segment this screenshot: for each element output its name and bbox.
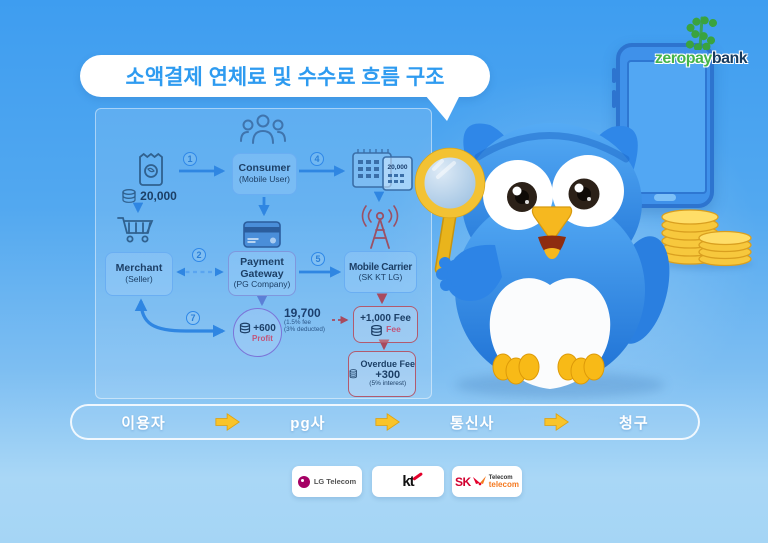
profit-label: Profit [252, 334, 273, 343]
lg-telecom-card: LG Telecom [292, 466, 362, 497]
gateway-subtitle: (PG Company) [233, 279, 291, 290]
carrier-subtitle: (SK KT LG) [358, 271, 403, 282]
step-7-badge: 7 [186, 311, 200, 325]
owl-mascot [414, 123, 670, 389]
zeropay-s-icon [685, 16, 717, 50]
merchant-title: Merchant [115, 262, 163, 275]
yellow-arrow-icon [544, 412, 569, 432]
sk-label: SK [455, 474, 471, 489]
zeropay-bank-logo: zeropaybank [636, 16, 766, 70]
gateway-title-1: Payment [240, 255, 284, 268]
fee-label: Fee [386, 324, 401, 335]
coins-icon [349, 369, 357, 379]
yellow-arrow-icon [375, 412, 400, 432]
flow-diagram-panel: 20,000 Consumer (Mobile User) Merchant (… [95, 108, 432, 399]
bar-item-billing: 청구 [619, 414, 649, 432]
overdue-amount: +300 [375, 368, 401, 381]
pg-profit-circle: +600 Profit [233, 308, 282, 357]
price-label: 20,000 [140, 189, 177, 203]
consumer-subtitle: (Mobile User) [238, 174, 290, 185]
calendar-amount: 20,000 [388, 164, 408, 171]
calendar-bill-icon: 20,000 [352, 149, 413, 191]
sk-telecom-card: SK Telecom telecom [452, 466, 522, 497]
lg-logo-icon [297, 475, 310, 488]
lg-telecom-label: LG Telecom [313, 477, 357, 486]
kt-card: kt [372, 466, 444, 497]
smartphone-illustration [616, 43, 714, 208]
coins-icon [240, 322, 251, 334]
mobile-carrier-box: Mobile Carrier (SK KT LG) [344, 251, 417, 293]
payment-gateway-box: Payment Gateway (PG Company) [228, 251, 296, 296]
carrier-title: Mobile Carrier [348, 261, 413, 273]
settlement-amount-block: 19,700 (1.5% fee (3% deducted) [284, 306, 332, 334]
credit-card-icon [243, 221, 281, 248]
merchant-subtitle: (Seller) [125, 274, 153, 285]
step-1-badge: 1 [183, 152, 197, 166]
title-bubble: 소액결제 연체료 및 수수료 흐름 구조 [80, 55, 490, 97]
bar-item-user: 이용자 [121, 414, 166, 432]
sk-butterfly-icon [472, 475, 486, 485]
antenna-broadcast-icon [361, 205, 399, 249]
fee-title: +1,000 Fee [360, 313, 411, 325]
phone-side-button [612, 68, 616, 83]
carrier-fee-box: +1,000 Fee Fee [353, 306, 418, 343]
sk-line2: telecom [488, 479, 519, 489]
bubble-tail [425, 95, 460, 121]
page-title: 소액결제 연체료 및 수수료 흐름 구조 [125, 66, 445, 89]
people-icon [240, 114, 286, 144]
cart-icon [117, 217, 154, 243]
bar-item-pg: pg사 [290, 414, 326, 432]
bank-wordmark: bank [711, 50, 748, 67]
product-bag-icon [139, 152, 163, 186]
phone-side-button [612, 90, 616, 108]
coin-stacks-icon [661, 209, 752, 267]
bottom-flow-bar: 이용자 pg사 통신사 청구 [70, 404, 700, 440]
sk-line1: Telecom [488, 474, 513, 481]
step-5-badge: 5 [311, 252, 325, 266]
profit-amount: +600 [253, 322, 276, 334]
step-2-badge: 2 [192, 248, 206, 262]
bar-item-carrier: 통신사 [450, 414, 495, 432]
product-price: 20,000 [112, 189, 186, 203]
settlement-amount: 19,700 [284, 306, 321, 320]
phone-home-button [654, 194, 676, 201]
step-4-badge: 4 [310, 152, 324, 166]
settlement-note-2: (3% deducted) [284, 326, 325, 334]
coins-icon [371, 324, 383, 336]
gateway-title-2: Gateway [240, 267, 284, 280]
yellow-arrow-icon [215, 412, 241, 432]
phone-screen [627, 60, 707, 194]
overdue-fee-box: Overdue Fee +300 (5% interest) [348, 351, 416, 397]
zeropay-wordmark: zeropay [654, 50, 712, 67]
consumer-box: Consumer (Mobile User) [232, 153, 297, 195]
consumer-title: Consumer [238, 162, 291, 175]
settlement-note-1: (1.5% fee [284, 319, 311, 327]
kt-label: kt [402, 473, 414, 490]
magnifier-icon [414, 147, 486, 276]
coins-icon [122, 189, 136, 203]
flow-arrows [132, 165, 390, 351]
overdue-title: Overdue Fee [360, 359, 415, 370]
merchant-box: Merchant (Seller) [105, 252, 173, 296]
overdue-note: (5% interest) [369, 380, 407, 388]
